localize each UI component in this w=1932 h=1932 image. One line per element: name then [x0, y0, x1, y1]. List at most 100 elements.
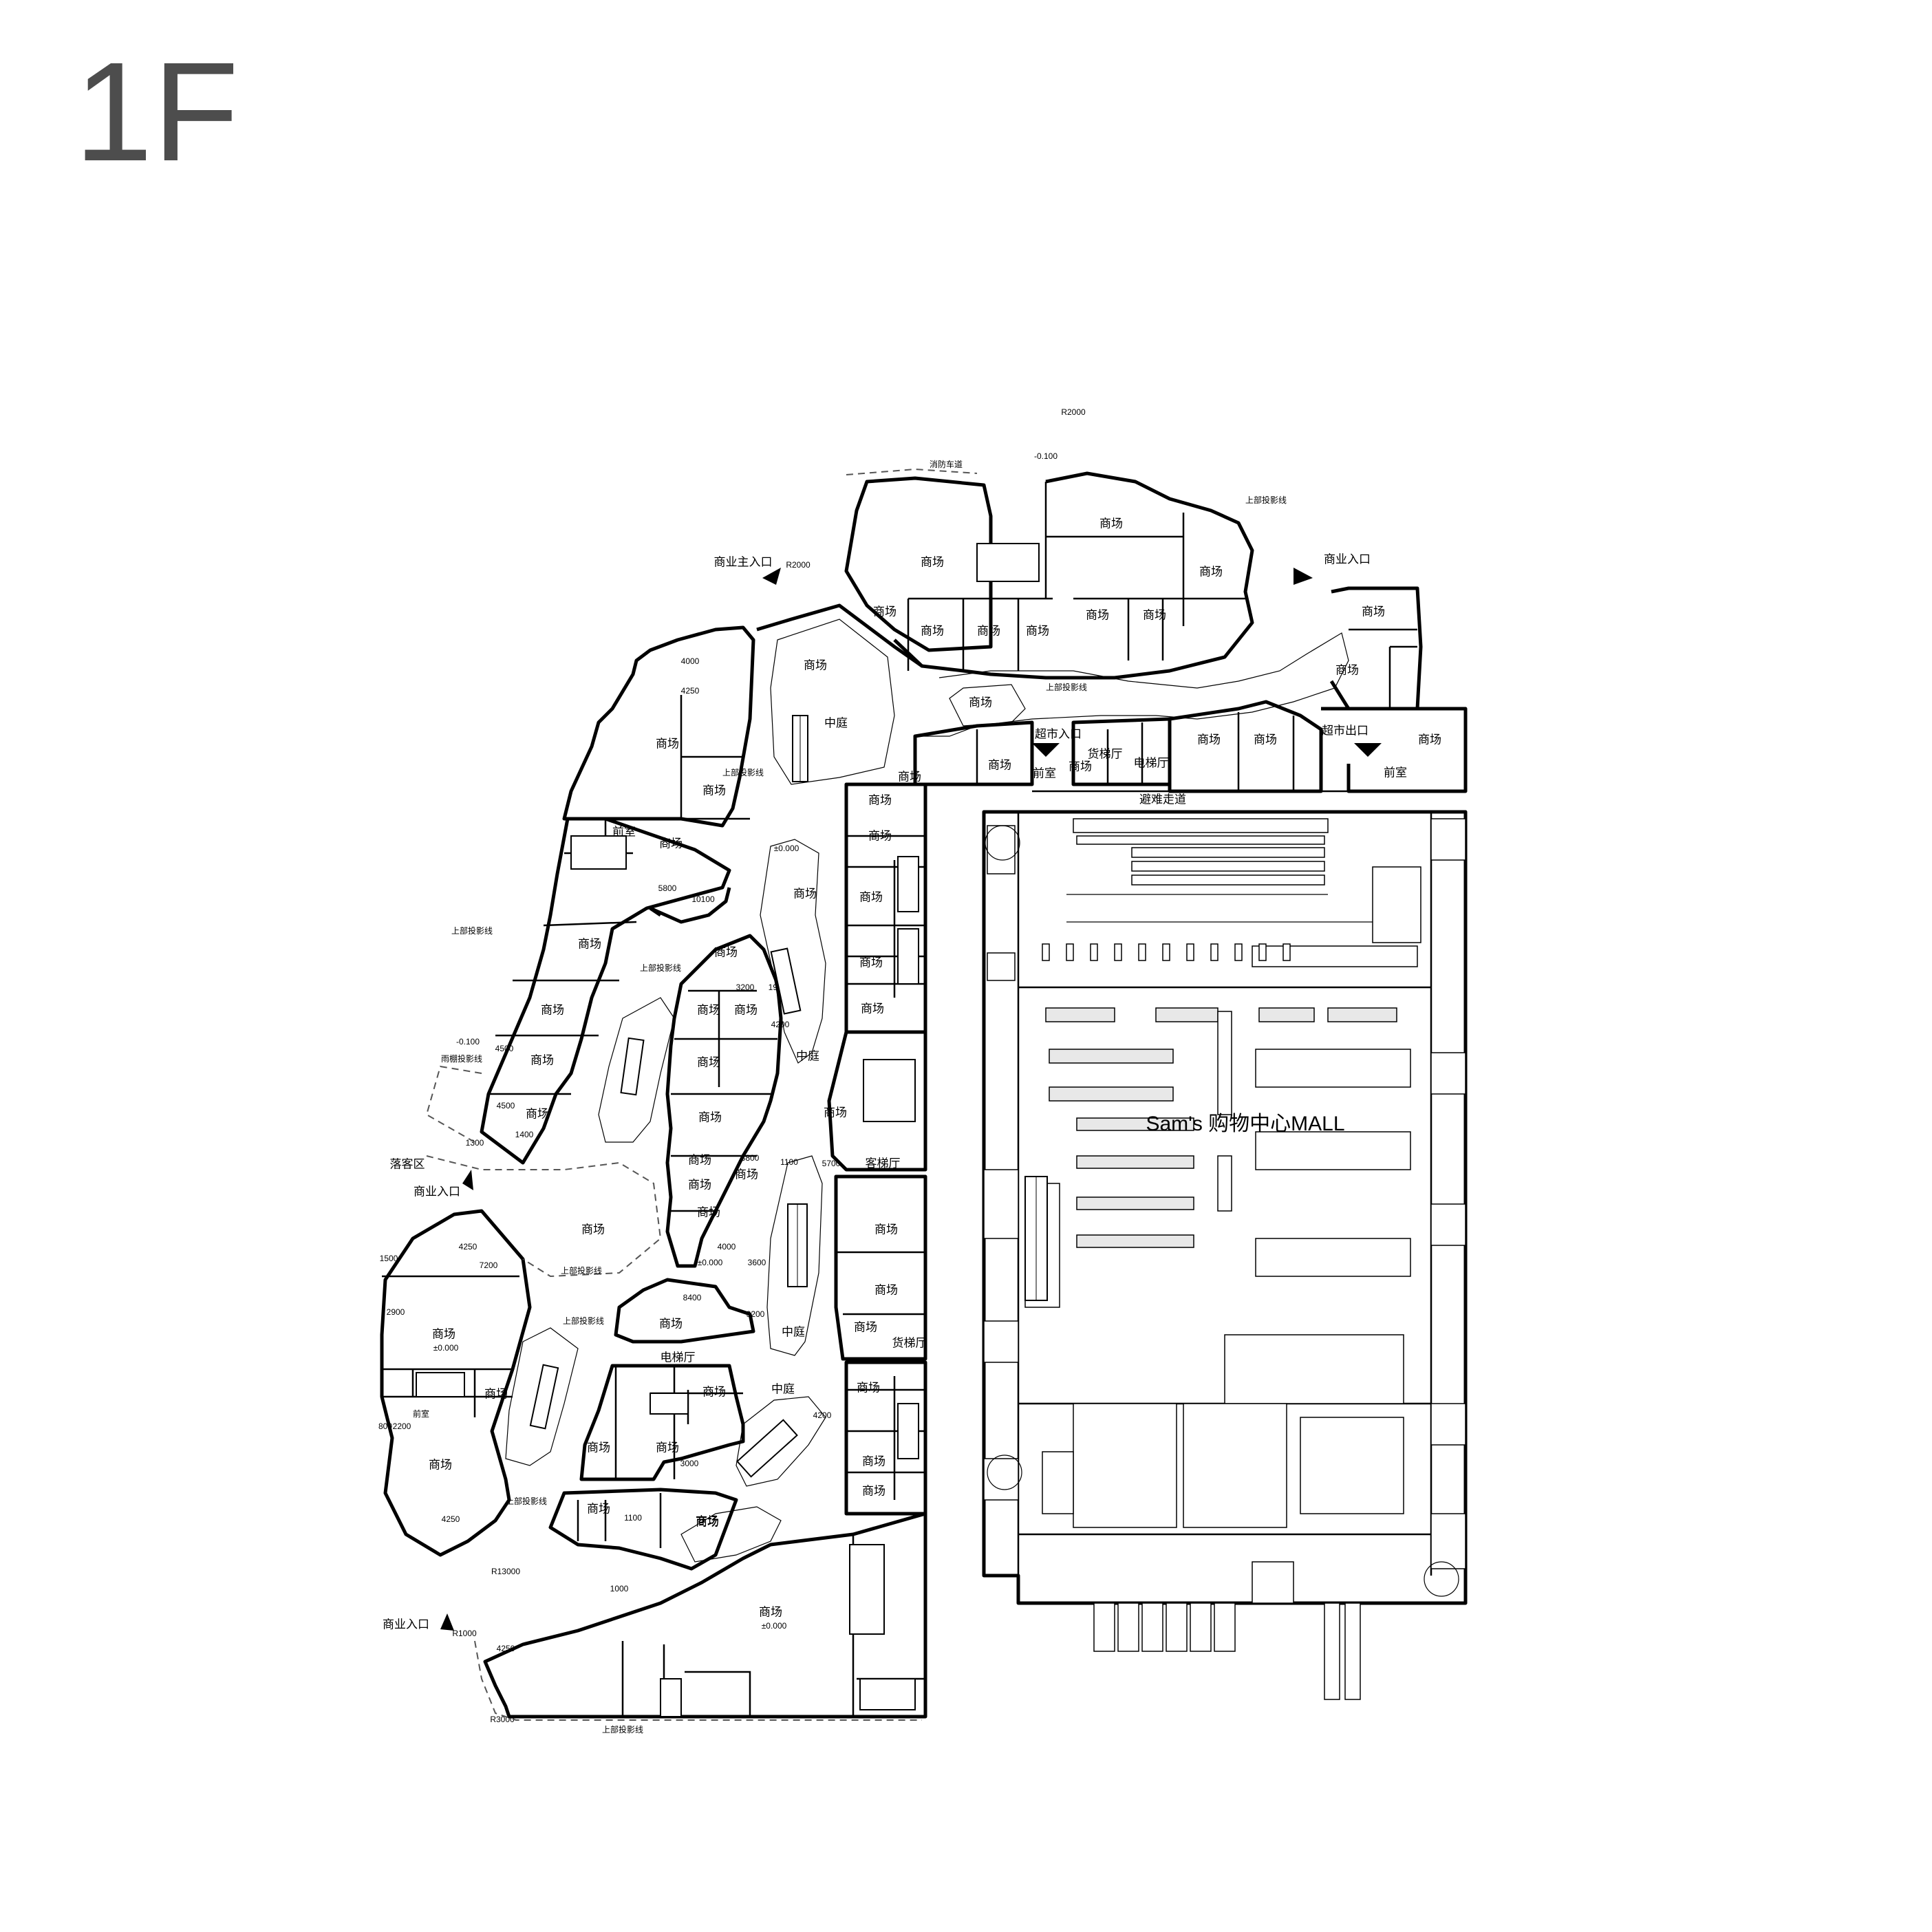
dim-3800: 3800	[741, 1153, 760, 1163]
dim-4250-c: 4250	[442, 1514, 460, 1524]
proj-line-plaza: 上部投影线	[561, 1265, 602, 1276]
shop-label-c7: 商场	[735, 1168, 758, 1181]
dim-5700: 5700	[822, 1159, 841, 1168]
shop-label-s5: 商场	[1418, 733, 1441, 746]
shop-label-e8: 商场	[874, 1283, 898, 1296]
sm-entry-label: 超市入口	[1035, 727, 1082, 740]
west-block-1	[562, 625, 755, 828]
sm-entry-arrow	[1032, 743, 1060, 757]
dim-5800: 5800	[658, 883, 677, 893]
shop-label-n3: 商场	[1199, 565, 1223, 578]
shop-label-plaza: 商场	[581, 1223, 605, 1236]
north-shops: 商场 商场 商场 商场 商场 商场 商场 商场 商场	[873, 517, 1223, 637]
sm-strip-w	[913, 720, 1034, 786]
freight-hall-mid: 货梯厅	[892, 1336, 927, 1349]
aisle-post	[1234, 943, 1243, 961]
shop-label-lm7: 商场	[696, 1515, 719, 1528]
dim-3000: 3000	[680, 1459, 699, 1468]
shop-label-lm4: 商场	[587, 1441, 610, 1454]
shop-label-lm5: 商场	[656, 1441, 679, 1454]
shop-label-e6: 商场	[824, 1106, 847, 1119]
shop-label-n6: 商场	[873, 605, 897, 618]
atrium-5	[680, 1506, 782, 1563]
entrance-north-label: 商业入口	[1324, 552, 1371, 566]
aisle-post	[1042, 943, 1050, 961]
freight-hall-top: 货梯厅	[1088, 747, 1123, 760]
shop-label-lm3: 商场	[702, 1385, 726, 1398]
dim-8400: 8400	[683, 1293, 702, 1302]
lower-mid-3	[548, 1488, 738, 1571]
level-wo: ±0.000	[433, 1343, 459, 1353]
dim-4000-a: 4000	[681, 656, 700, 666]
dim-800: 800	[378, 1421, 392, 1431]
dim-3600: 3600	[748, 1258, 766, 1267]
island-esc-1	[598, 997, 675, 1143]
south-block	[483, 1512, 927, 1719]
canopy-line: 雨棚投影线	[441, 1053, 482, 1064]
shop-label-c8: 商场	[688, 1178, 711, 1191]
entrance-west-label: 商业入口	[414, 1185, 460, 1198]
dim-4250-d: 4250	[497, 1644, 515, 1653]
dim-10100: 10100	[691, 894, 715, 904]
center-chain	[665, 934, 783, 1268]
shop-label-c6: 商场	[688, 1153, 711, 1166]
shop-label-w5: 商场	[541, 1003, 564, 1016]
dim-4200-a: 4200	[771, 1020, 790, 1029]
level-c: ±0.000	[698, 1258, 723, 1267]
dim-1500: 1500	[380, 1254, 398, 1263]
atrium-1	[770, 619, 895, 785]
main-entry-wall	[756, 603, 923, 668]
vestibule-sm-in: 前室	[1033, 766, 1056, 780]
aisle-post	[1114, 943, 1122, 961]
aisle-post	[1138, 943, 1146, 961]
aisle-post	[1162, 943, 1170, 961]
dim-1400: 1400	[515, 1130, 534, 1139]
dim-4250-a: 4250	[681, 686, 700, 696]
sm-exit-arrow	[1354, 743, 1382, 757]
dim-4500-b: 4500	[497, 1101, 515, 1110]
shop-label-s4: 商场	[1254, 733, 1277, 746]
shop-label-w1: 商场	[656, 737, 679, 750]
proj-line-ne: 上部投影线	[1245, 495, 1287, 505]
shop-label-n1: 商场	[921, 555, 944, 568]
level-i2: ±0.000	[774, 844, 799, 853]
aisle-post	[1066, 943, 1074, 961]
shop-label-c3: 商场	[734, 1003, 758, 1016]
shop-label-c4: 商场	[697, 1055, 720, 1069]
supermarket	[982, 810, 1468, 1700]
shop-label-s3: 商场	[1197, 733, 1221, 746]
vestibule-w1: 前室	[612, 825, 636, 838]
proj-line-n: 上部投影线	[1046, 682, 1087, 692]
shop-label-se3: 商场	[862, 1484, 886, 1497]
shop-label-wo3: 商场	[429, 1458, 452, 1471]
sm-strip-e	[1168, 700, 1323, 793]
sm-strip-ee	[1321, 707, 1468, 793]
entrance-sw-label: 商业入口	[383, 1618, 429, 1631]
elevator-hall-mid: 电梯厅	[661, 1351, 696, 1364]
dim-r3000: R3000	[490, 1715, 515, 1724]
lower-mid-2	[579, 1364, 745, 1481]
fire-road-label: 消防车道	[930, 459, 963, 469]
atrium-4	[736, 1396, 826, 1487]
shop-label-n7: 商场	[921, 624, 944, 637]
vestibule-sm-out: 前室	[1384, 766, 1407, 779]
dim-1300: 1300	[466, 1138, 484, 1148]
aisle-post	[1186, 943, 1194, 961]
shop-label-c9: 商场	[697, 1205, 720, 1219]
entrance-main-label: 商业主入口	[714, 555, 773, 568]
west-chain	[480, 817, 731, 1165]
shop-label-curve: 商场	[696, 1514, 719, 1527]
shop-label-w6: 商场	[530, 1053, 554, 1066]
east-col-2	[827, 1030, 927, 1172]
north-wall-2	[893, 471, 1254, 680]
atrium-3	[766, 1155, 823, 1356]
aisle-post	[1258, 943, 1267, 961]
shop-label-e1: 商场	[868, 793, 892, 806]
dim-r1000: R1000	[452, 1629, 477, 1638]
dim-4250-b: 4250	[459, 1242, 477, 1252]
vestibule-wo: 前室	[413, 1408, 429, 1419]
shop-label-w7: 商场	[526, 1107, 549, 1120]
floor-label: 1F	[74, 33, 239, 191]
shop-label-ne1: 商场	[1362, 605, 1385, 618]
